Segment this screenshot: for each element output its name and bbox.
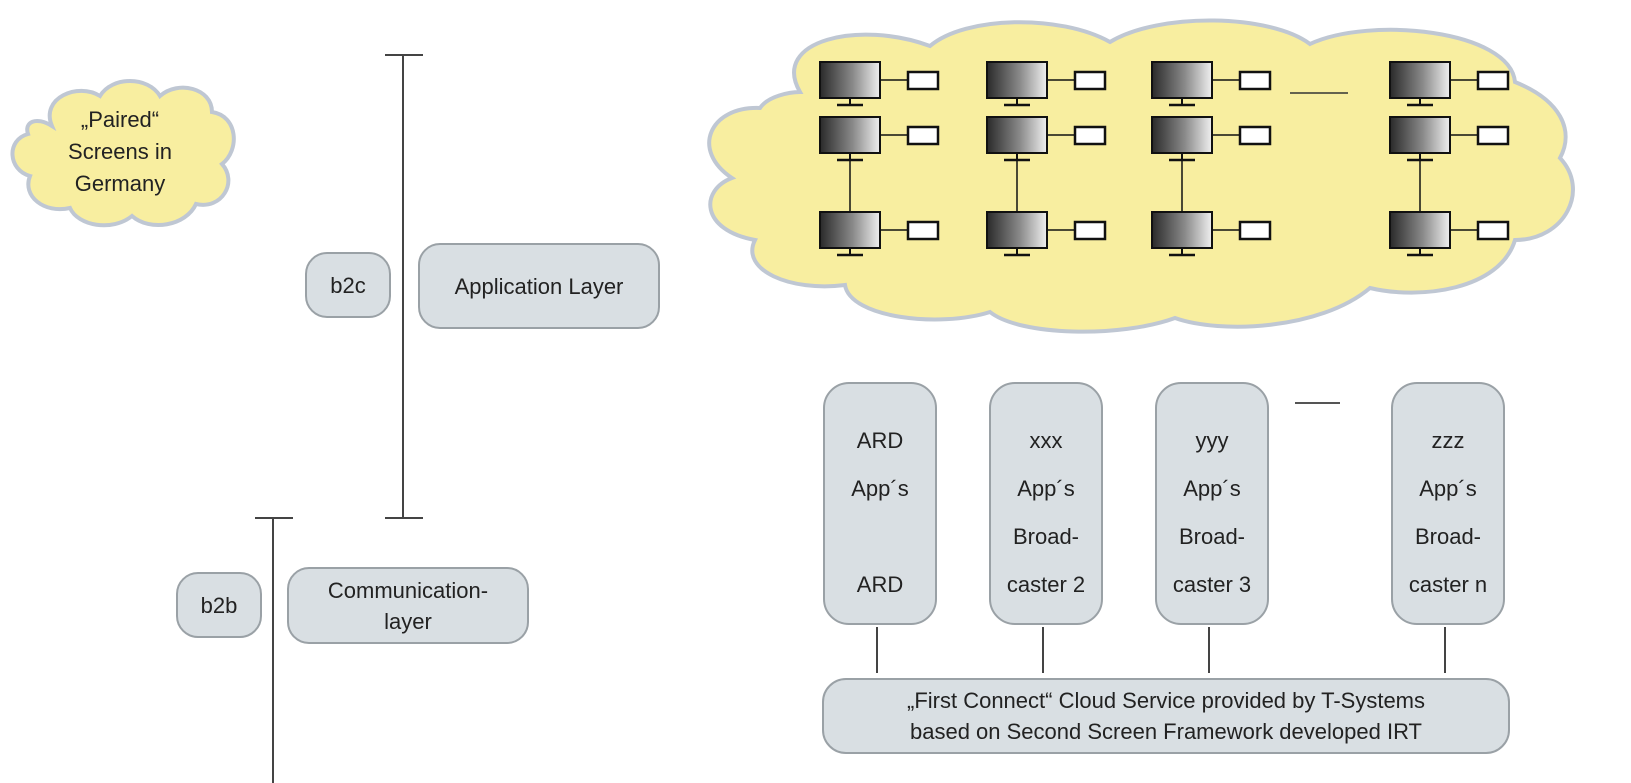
broadcaster-ellipsis-dash [1295,402,1340,404]
b2c-bracket-top [385,54,423,56]
screens-cloud [707,18,1575,334]
connector-line [1444,627,1446,673]
paired-screens-cloud [10,79,236,228]
b2b-label: b2b [176,572,262,638]
broadcaster-apps: App´s [851,476,909,501]
broadcaster-line4: caster n [1408,572,1488,597]
b2c-bracket-bottom [385,517,423,519]
connector-line [1208,627,1210,673]
broadcaster-box-zzz: zzz App´s Broad- caster n [1391,382,1505,625]
broadcaster-line4: ARD [856,572,904,597]
b2b-bracket-top [255,517,293,519]
paired-label-line: „Paired“ [80,107,160,132]
b2c-label: b2c [305,252,391,318]
broadcaster-box-xxx: xxx App´s Broad- caster 2 [989,382,1103,625]
broadcaster-box-yyy: yyy App´s Broad- caster 3 [1155,382,1269,625]
broadcaster-line3: Broad- [1414,524,1482,549]
connector-line [1042,627,1044,673]
broadcaster-line4: caster 3 [1172,572,1252,597]
broadcaster-name: zzz [1431,428,1465,453]
communication-layer-line2: layer [384,608,432,634]
device-grid [818,60,1510,257]
connector-line [876,627,878,673]
broadcaster-apps: App´s [1017,476,1075,501]
broadcaster-line4: caster 2 [1006,572,1086,597]
b2b-bracket-line [272,518,274,783]
paired-screens-label: „Paired“ Screens in Germany [40,104,200,200]
communication-layer-box: Communication- layer [287,567,529,644]
broadcaster-apps: App´s [1419,476,1477,501]
paired-label-line: Germany [74,171,166,196]
broadcaster-apps: App´s [1183,476,1241,501]
cloud-service-line2: based on Second Screen Framework develop… [910,719,1422,744]
broadcaster-line3: Broad- [1178,524,1246,549]
broadcaster-name: yyy [1195,428,1229,453]
broadcaster-name: xxx [1029,428,1063,453]
broadcaster-box-ard: ARD App´s ARD [823,382,937,625]
broadcaster-name: ARD [856,428,904,453]
cloud-service-line1: „First Connect“ Cloud Service provided b… [907,688,1425,713]
application-layer-box: Application Layer [418,243,660,329]
b2c-bracket-line [402,55,404,518]
paired-label-line: Screens in [68,139,172,164]
cloud-service-box: „First Connect“ Cloud Service provided b… [822,678,1510,754]
broadcaster-line3: Broad- [1012,524,1080,549]
communication-layer-line1: Communication- [327,577,489,603]
